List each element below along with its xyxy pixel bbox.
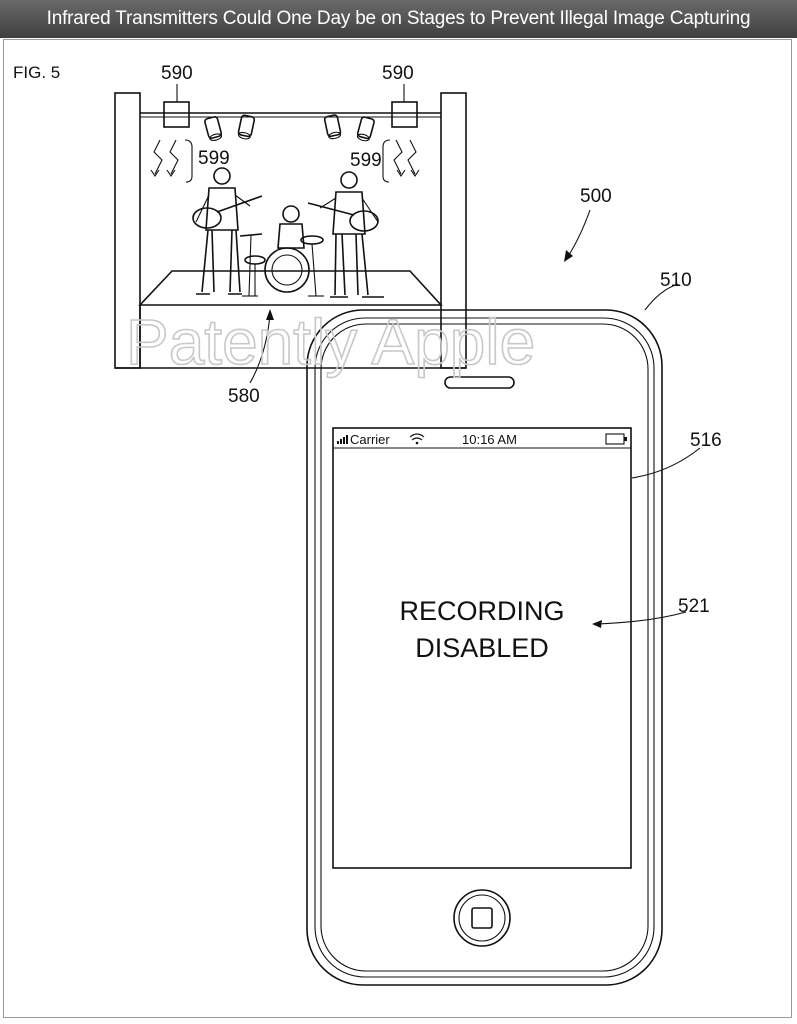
ir-transmitter-left xyxy=(163,101,190,128)
stage-floor xyxy=(138,270,443,306)
system-ref-leader xyxy=(566,209,591,259)
phone-body xyxy=(306,309,663,986)
phone-speaker xyxy=(444,376,515,389)
watermark: Patently Apple xyxy=(126,306,535,378)
ir-signal-left xyxy=(150,139,193,183)
status-time: 10:16 AM xyxy=(462,432,517,447)
ref-599-right: 599 xyxy=(350,150,382,171)
ref-500: 500 xyxy=(580,186,612,207)
ir-signal-right xyxy=(382,139,420,183)
phone-display xyxy=(332,427,632,869)
battery-icon xyxy=(605,433,627,445)
carrier-label: Carrier xyxy=(350,432,390,447)
recording-message-line1: RECORDING xyxy=(399,596,564,626)
guitarist-left xyxy=(192,167,263,295)
ref-590-right: 590 xyxy=(382,63,414,84)
ref-510: 510 xyxy=(660,270,692,291)
guitarist-right xyxy=(307,171,384,298)
header-title: Infrared Transmitters Could One Day be o… xyxy=(0,0,797,38)
ref-580: 580 xyxy=(228,386,260,407)
status-bar: Carrier 10:16 AM xyxy=(337,432,627,447)
recording-message-line2: DISABLED xyxy=(415,633,549,663)
signal-bars-icon xyxy=(337,435,348,444)
wifi-icon xyxy=(409,433,425,445)
device-ref-leader xyxy=(644,283,679,311)
ir-transmitter-right xyxy=(391,101,418,128)
ref-599-left: 599 xyxy=(198,148,230,169)
ref-521: 521 xyxy=(678,596,710,617)
home-button-square-icon xyxy=(471,907,493,929)
home-button xyxy=(453,889,511,947)
drummer xyxy=(239,205,324,297)
figure-label: FIG. 5 xyxy=(13,63,60,82)
stage-illustration xyxy=(114,84,467,369)
phone-device xyxy=(306,309,663,986)
ref-516: 516 xyxy=(690,430,722,451)
figure-frame xyxy=(3,39,792,1018)
display-ref-leader xyxy=(631,447,701,479)
ref-590-left: 590 xyxy=(161,63,193,84)
stage-lights xyxy=(204,114,375,142)
message-ref-leader xyxy=(597,611,687,625)
stage-ref-leader xyxy=(249,314,271,384)
